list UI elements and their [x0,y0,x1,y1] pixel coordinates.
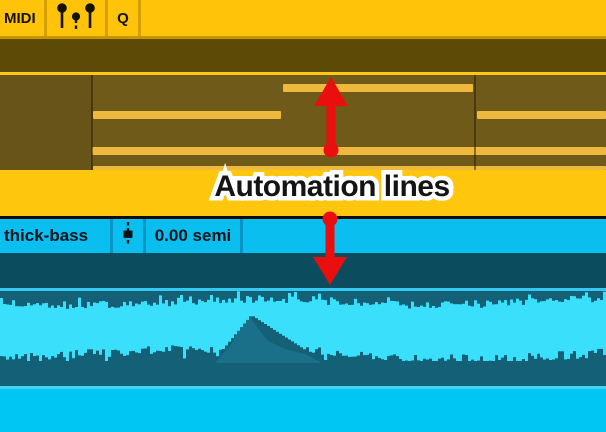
midi-header-empty-area [141,0,606,36]
audio-region[interactable] [0,291,606,386]
audio-track-header: thick-bass 0.00 semi [0,219,606,253]
audio-automation-line[interactable] [0,288,606,291]
annotation-outline: Automation lines [210,166,455,208]
transpose-value-text: 0.00 semi [154,226,232,245]
audio-track-name-text: thick-bass [4,226,89,245]
header-separator [0,36,606,39]
audio-waveform [0,291,606,363]
midi-track-label[interactable]: MIDI [0,0,44,36]
cell-divider [110,219,113,253]
midi-track-header: MIDI Q [0,0,606,36]
audio-track-name[interactable]: thick-bass [0,219,110,253]
cell-divider [240,219,243,253]
quantize-button-label: Q [117,9,129,27]
midi-clip-boundary [91,75,93,170]
midi-track-label-text: MIDI [4,9,36,27]
track-separator [0,216,606,219]
midi-track-empty-area [0,170,606,216]
midi-note[interactable] [93,166,606,170]
automation-pins-button[interactable] [47,0,105,36]
pitch-fader-button[interactable] [113,219,143,253]
audio-header-empty-area [243,219,606,253]
midi-clip-left[interactable] [0,75,92,170]
midi-note[interactable] [283,84,473,92]
audio-region-bottom-edge [0,386,606,389]
annotation-text: Automation lines [214,170,450,203]
cell-divider [44,0,47,36]
audio-automation-lane [0,253,606,288]
cell-divider [143,219,146,253]
midi-clip-boundary [474,75,476,170]
cell-divider [138,0,141,36]
automation-pins-icon [57,2,95,34]
cell-divider [105,0,108,36]
midi-note[interactable] [93,111,281,119]
transpose-value[interactable]: 0.00 semi [146,219,240,253]
audio-track-empty-area [0,389,606,432]
midi-region[interactable] [0,75,606,170]
midi-automation-lane [0,39,606,72]
annotation-automation-lines: Automation lines Automation lines [210,166,455,208]
pitch-fader-icon [122,221,134,251]
midi-automation-line[interactable] [0,72,606,75]
midi-note[interactable] [92,147,606,155]
midi-note[interactable] [477,111,606,119]
quantize-button[interactable]: Q [108,0,138,36]
